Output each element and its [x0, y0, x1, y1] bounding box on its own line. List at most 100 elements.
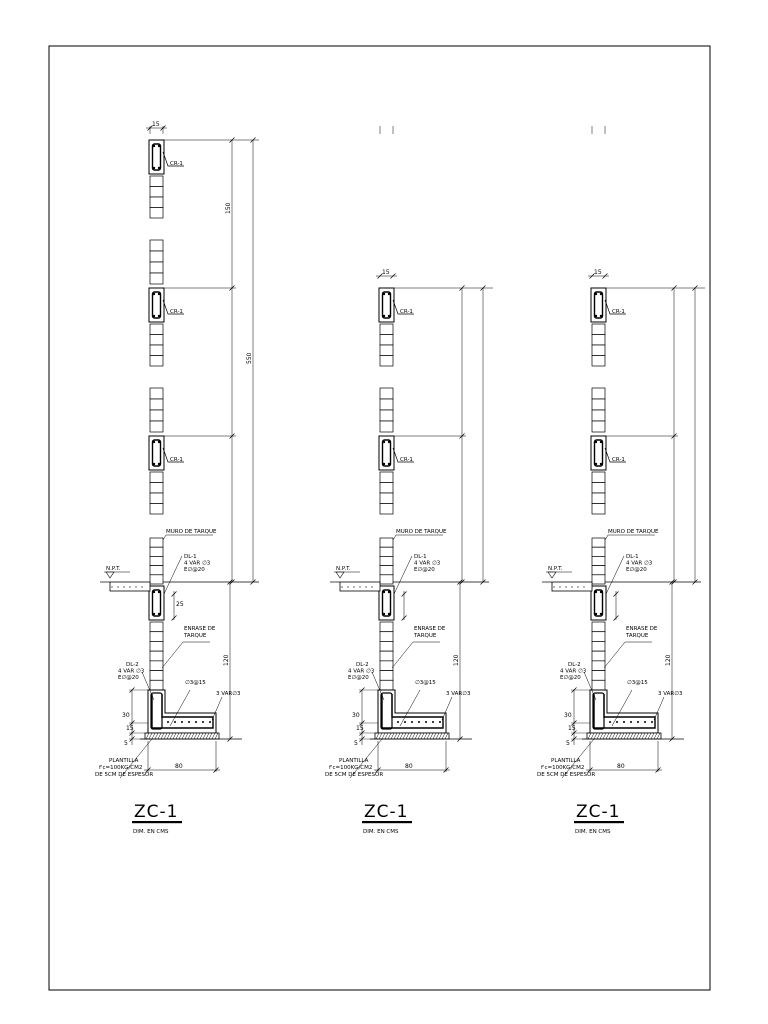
rebar-dot	[387, 440, 391, 444]
slab-fill	[353, 586, 355, 588]
wall-block	[379, 679, 394, 691]
leader-rebar	[399, 689, 421, 727]
rebar-dot	[157, 166, 161, 170]
leader-cr1	[162, 151, 184, 167]
rebar-dot	[174, 721, 176, 723]
plantilla-hatch	[438, 732, 443, 740]
beam-cr1-2-stirrup	[151, 291, 162, 319]
leader-cr1	[604, 299, 626, 315]
plantilla-hatch	[169, 732, 174, 740]
wall-block	[149, 250, 164, 263]
plantilla-hatch	[435, 732, 440, 740]
label-enrase: TARQUE	[625, 633, 649, 639]
label-dl1: 4 VAR ∅3	[626, 561, 653, 567]
wall-block	[379, 537, 394, 548]
plantilla-hatch	[405, 732, 410, 740]
rebar-dot	[152, 440, 156, 444]
beam-cr1-1-stirrup	[381, 291, 392, 319]
wall-block	[379, 546, 394, 557]
leader-var	[653, 696, 665, 721]
plantilla-hatch	[623, 732, 628, 740]
leader-rebar	[611, 689, 633, 727]
wall-block	[591, 631, 606, 642]
dim-15-width: 15	[152, 121, 160, 128]
plantilla-hatch	[193, 732, 198, 740]
label-dl2: 4 VAR ∅3	[118, 669, 145, 675]
beam-cr1-2	[148, 287, 165, 323]
plantilla-hatch	[596, 732, 601, 740]
plantilla-hatch	[411, 732, 416, 740]
label-npt: N.P.T.	[336, 566, 351, 572]
rebar-dot	[382, 612, 386, 616]
slab-fill	[111, 586, 113, 588]
rebar-dot	[387, 462, 391, 466]
wall-block	[379, 344, 394, 356]
dim-15-width: 15	[382, 269, 390, 276]
wall-block	[149, 334, 164, 346]
plantilla-hatch	[605, 732, 610, 740]
beam-dl1-stirrup	[593, 589, 604, 617]
rebar-dot	[630, 721, 632, 723]
label-dl1: DL-1	[184, 554, 197, 560]
plantilla-hatch	[384, 732, 389, 740]
footing-outline	[377, 689, 447, 734]
label-plantilla: f'c=100KG/CM2	[329, 765, 372, 771]
plantilla-hatch	[635, 732, 640, 740]
leader-rebar	[169, 689, 191, 727]
dim-80: 80	[175, 763, 183, 770]
rebar-dot	[157, 612, 161, 616]
wall-block	[379, 641, 394, 652]
rebar-dot	[599, 440, 603, 444]
dim-550: 550	[246, 352, 253, 364]
wall-block	[379, 650, 394, 662]
rebar-dot	[609, 721, 611, 723]
wall-block	[379, 398, 394, 411]
label-dl1: 4 VAR ∅3	[184, 561, 211, 567]
label-plantilla: DE 5CM DE ESPESOR	[537, 772, 595, 778]
wall-block	[591, 670, 606, 681]
dim-tick	[171, 615, 177, 621]
rebar-dot	[599, 612, 603, 616]
wall-block	[149, 641, 164, 652]
dl2-stirrup	[592, 692, 605, 730]
section-title: ZC-1	[576, 802, 620, 822]
label-enrase: ENRASE DE	[626, 626, 658, 632]
plantilla-hatch	[211, 732, 216, 740]
leader-plantilla	[561, 738, 595, 779]
rebar-dot	[387, 314, 391, 318]
wall-block	[379, 503, 394, 515]
dim-5: 5	[124, 740, 128, 747]
dim-tick	[227, 736, 233, 742]
dim-tick	[401, 615, 407, 621]
beam-cr1-1-stirrup	[151, 143, 162, 171]
plantilla-hatch	[163, 732, 168, 740]
leader-cr1	[604, 447, 626, 463]
rebar-dot	[594, 590, 598, 594]
leader-dl1	[393, 555, 413, 595]
label-dl1: 4 VAR ∅3	[414, 561, 441, 567]
beam-cr1-1	[148, 139, 165, 175]
label-plantilla: PLANTILLA	[339, 758, 369, 764]
slab-fill	[553, 586, 555, 588]
plantilla-slab	[144, 732, 220, 740]
label-cr1: CR-1	[400, 309, 413, 315]
rebar-dot	[167, 721, 169, 723]
wall-block	[591, 344, 606, 356]
npt-marker	[547, 571, 557, 579]
rebar-dot	[387, 590, 391, 594]
plantilla-hatch	[381, 732, 386, 740]
dim-80: 80	[405, 763, 413, 770]
wall-block	[149, 409, 164, 422]
wall-block	[591, 409, 606, 422]
label-npt: N.P.T.	[106, 566, 121, 572]
plantilla-hatch	[593, 732, 598, 740]
dim-15-width: 15	[594, 269, 602, 276]
dim-tick	[613, 615, 619, 621]
dim-5: 5	[354, 740, 358, 747]
slab-fill	[129, 586, 131, 588]
leader	[392, 534, 397, 541]
dim-tick	[145, 767, 151, 773]
plantilla-hatch	[378, 732, 383, 740]
